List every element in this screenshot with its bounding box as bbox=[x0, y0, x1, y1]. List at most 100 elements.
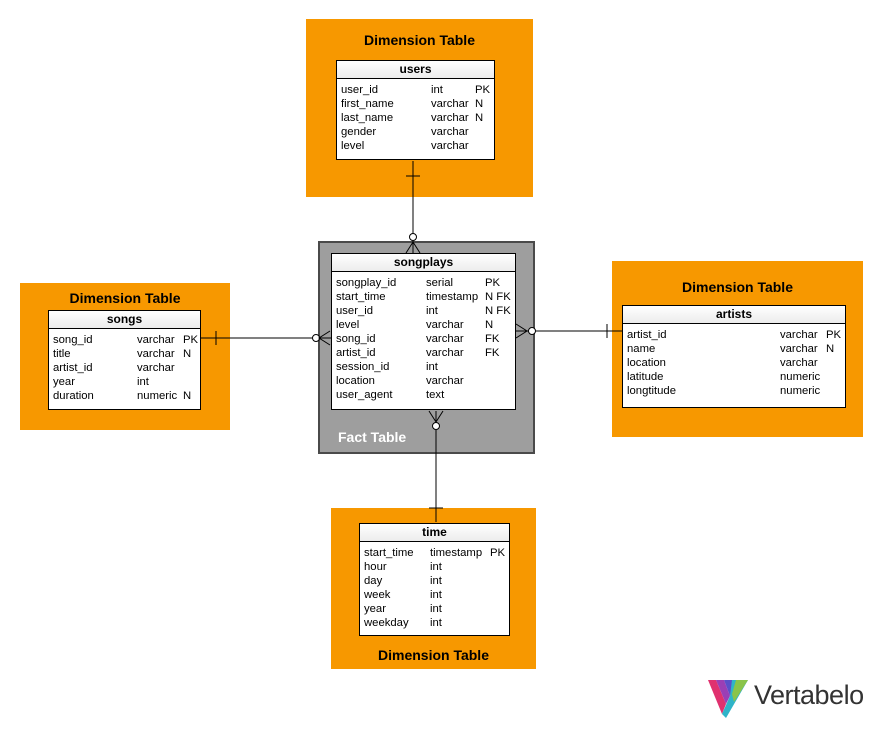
column-type: varchar bbox=[780, 329, 818, 341]
column-type: varchar bbox=[431, 126, 469, 138]
column-row[interactable]: year int bbox=[364, 602, 509, 616]
column-type: text bbox=[426, 389, 445, 401]
optional-marker bbox=[528, 327, 536, 335]
column-flags: PK bbox=[826, 329, 842, 341]
column-type: varchar bbox=[431, 98, 469, 110]
column-name: day bbox=[364, 575, 383, 587]
vertabelo-logo: Vertabelo bbox=[706, 678, 882, 718]
column-name: start_time bbox=[364, 547, 414, 559]
column-name: artist_id bbox=[627, 329, 667, 341]
many-marker bbox=[428, 410, 444, 423]
column-type: varchar bbox=[137, 334, 175, 346]
column-name: year bbox=[364, 603, 386, 615]
column-name: title bbox=[53, 348, 71, 360]
column-row[interactable]: user_agent text bbox=[336, 388, 515, 402]
table-header: users bbox=[337, 61, 494, 79]
column-type: varchar bbox=[426, 319, 464, 331]
column-name: song_id bbox=[53, 334, 93, 346]
column-row[interactable]: latitude numeric bbox=[627, 370, 845, 384]
column-name: hour bbox=[364, 561, 387, 573]
column-row[interactable]: hour int bbox=[364, 560, 509, 574]
column-flags: PK bbox=[485, 277, 501, 289]
table-header: songs bbox=[49, 311, 200, 329]
column-type: numeric bbox=[780, 371, 821, 383]
column-flags: N FK bbox=[485, 305, 511, 317]
column-row[interactable]: artist_id varchar PK bbox=[627, 328, 845, 342]
table-header: artists bbox=[623, 306, 845, 324]
column-type: varchar bbox=[137, 362, 175, 374]
many-marker bbox=[515, 323, 528, 339]
column-name: gender bbox=[341, 126, 377, 138]
column-row[interactable]: songplay_id serial PK bbox=[336, 276, 515, 290]
column-name: level bbox=[336, 319, 360, 331]
column-name: session_id bbox=[336, 361, 390, 373]
column-type: varchar bbox=[780, 343, 818, 355]
zone-title: Dimension Table bbox=[69, 290, 181, 306]
column-type: varchar bbox=[137, 348, 175, 360]
column-name: last_name bbox=[341, 112, 394, 124]
column-type: varchar bbox=[426, 347, 464, 359]
column-name: user_agent bbox=[336, 389, 393, 401]
column-type: varchar bbox=[780, 357, 818, 369]
column-type: serial bbox=[426, 277, 453, 289]
column-name: song_id bbox=[336, 333, 376, 345]
column-type: int bbox=[430, 589, 442, 601]
column-type: varchar bbox=[426, 333, 464, 345]
column-flags: PK bbox=[183, 334, 199, 346]
column-name: duration bbox=[53, 390, 94, 402]
column-flags: PK bbox=[475, 84, 491, 96]
column-name: name bbox=[627, 343, 656, 355]
column-name: latitude bbox=[627, 371, 664, 383]
column-type: int bbox=[430, 603, 442, 615]
column-type: varchar bbox=[431, 112, 469, 124]
column-type: int bbox=[426, 361, 438, 373]
zone-title: Dimension Table bbox=[364, 32, 475, 48]
column-row[interactable]: session_id int bbox=[336, 360, 515, 374]
column-type: int bbox=[431, 84, 443, 96]
column-type: numeric bbox=[780, 385, 821, 397]
column-name: songplay_id bbox=[336, 277, 397, 289]
table-header: time bbox=[360, 524, 509, 542]
column-type: timestamp bbox=[430, 547, 483, 559]
column-type: int bbox=[137, 376, 149, 388]
column-type: int bbox=[430, 561, 442, 573]
optional-marker bbox=[432, 422, 440, 430]
column-flags: N bbox=[475, 98, 484, 110]
column-row[interactable]: song_id varchar PK bbox=[53, 333, 200, 347]
column-row[interactable]: song_id varchar FK bbox=[336, 332, 515, 346]
vertabelo-logo-icon bbox=[708, 680, 748, 718]
column-name: level bbox=[341, 140, 365, 152]
column-flags: FK bbox=[485, 333, 500, 345]
column-row[interactable]: gender varchar bbox=[341, 125, 494, 139]
